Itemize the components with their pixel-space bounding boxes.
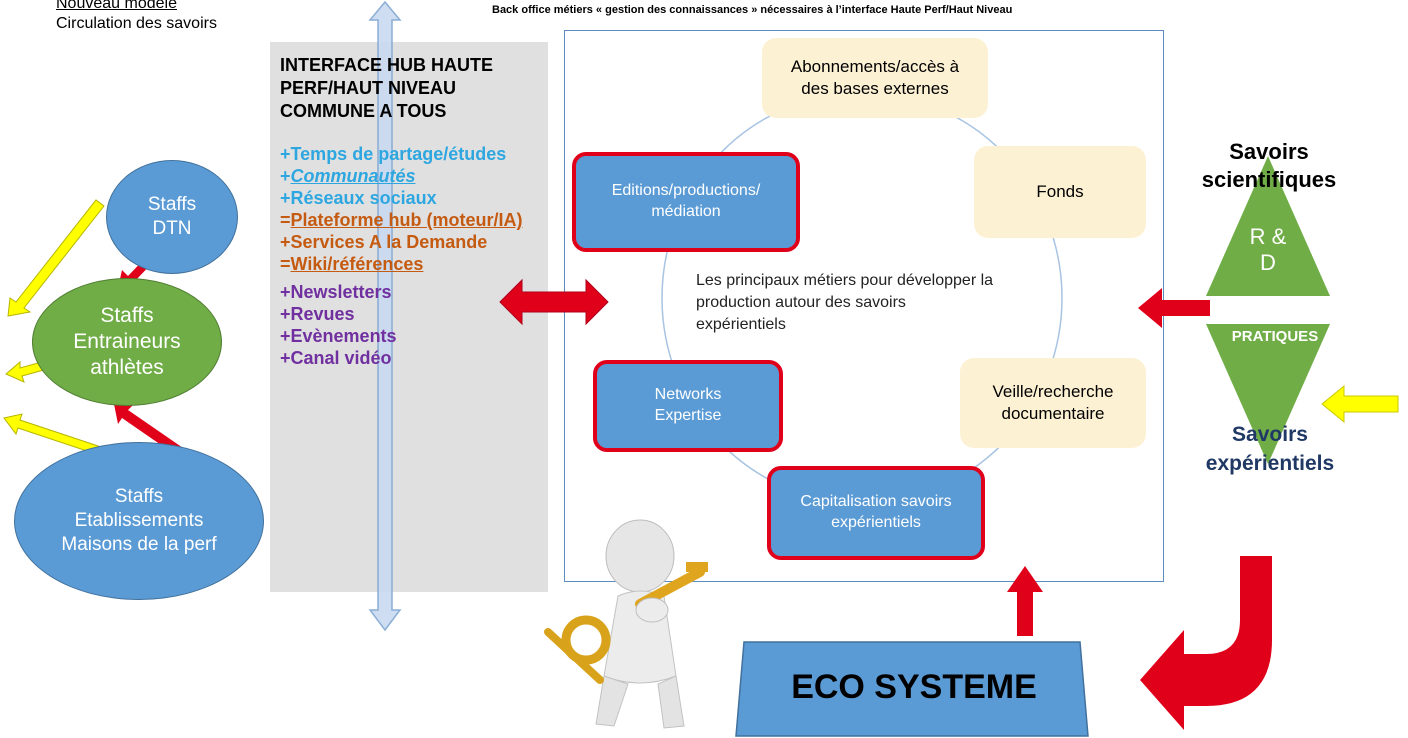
hub-item-prefix: + — [280, 188, 291, 208]
hub-item-prefix: + — [280, 348, 291, 368]
rd-triangle — [1206, 156, 1330, 296]
fonds-label: Fonds — [1036, 181, 1084, 201]
hub-item: +Communautés — [280, 165, 542, 187]
pratiques-input-arrow — [1321, 384, 1399, 424]
networks-box: Networks Expertise — [593, 360, 783, 452]
hub-content: INTERFACE HUB HAUTE PERF/HAUT NIVEAU COM… — [280, 54, 542, 369]
model-title: Nouveau modèle Circulation des savoirs — [56, 0, 217, 34]
cycle-center-text: Les principaux métiers pour développer l… — [696, 272, 994, 333]
staffs-entraineurs-label: Staffs Entraineurs athlètes — [73, 303, 181, 380]
eco-systeme-shape — [735, 641, 1089, 737]
veille-label: Veille/recherche documentaire — [992, 381, 1114, 423]
model-title-line1: Nouveau modèle — [56, 0, 177, 12]
hub-item: =Wiki/références — [280, 253, 542, 275]
hub-item: +Canal vidéo — [280, 347, 542, 369]
hub-item-prefix: + — [280, 282, 291, 302]
hub-item-prefix: + — [280, 232, 291, 252]
hub-item-text: Wiki/références — [290, 254, 424, 274]
editions-label: Editions/productions/ médiation — [611, 182, 761, 220]
figure-with-key-illustration — [544, 519, 708, 729]
hub-link-arrow — [499, 278, 609, 326]
savoirs-experientiels-label: Savoirs expérientiels — [1205, 423, 1335, 475]
abonnements-label: Abonnements/accès à des bases externes — [790, 56, 960, 98]
hub-panel — [270, 42, 548, 592]
hub-item: +Temps de partage/études — [280, 143, 542, 165]
pratiques-label: PRATIQUES — [1231, 328, 1319, 345]
hub-item: +Services A la Demande — [280, 231, 542, 253]
hub-items-list: +Temps de partage/études+Communautés+Rés… — [280, 143, 542, 369]
fonds-box: Fonds — [974, 146, 1146, 238]
capitalisation-box: Capitalisation savoirs expérientiels — [767, 466, 985, 560]
hub-item-text: Temps de partage/études — [290, 144, 507, 164]
hub-item-text: Services A la Demande — [290, 232, 488, 252]
abonnements-box: Abonnements/accès à des bases externes — [762, 38, 988, 118]
eco-systeme-label: ECO SYSTEME — [791, 668, 1037, 706]
editions-box: Editions/productions/ médiation — [572, 152, 800, 252]
hub-item: +Réseaux sociaux — [280, 187, 542, 209]
hub-item: +Evènements — [280, 325, 542, 347]
eco-up-arrow — [1007, 566, 1043, 636]
hub-item-prefix: + — [280, 144, 291, 164]
rd-input-arrow — [1138, 288, 1210, 328]
hub-item: +Revues — [280, 303, 542, 325]
hub-item: =Plateforme hub (moteur/IA) — [280, 209, 542, 231]
networks-label: Networks Expertise — [654, 386, 722, 424]
hub-item-text: Evènements — [290, 326, 397, 346]
staffs-entraineurs-circle: Staffs Entraineurs athlètes — [32, 278, 222, 406]
staffs-dtn-label: Staffs DTN — [147, 194, 197, 239]
savoirs-scientifiques-label: Savoirs scientifiques — [1201, 139, 1337, 192]
hub-item-text: Plateforme hub (moteur/IA) — [290, 210, 523, 230]
pratiques-triangle — [1206, 324, 1330, 464]
hub-item-text: Revues — [290, 304, 355, 324]
dtn-yellow-arrow — [7, 199, 105, 317]
hub-item-prefix: + — [280, 304, 291, 324]
back-office-title: Back office métiers « gestion des connai… — [492, 4, 1013, 16]
capitalisation-label: Capitalisation savoirs expérientiels — [800, 493, 952, 531]
hub-item-prefix: = — [280, 254, 291, 274]
staffs-etablissements-circle: Staffs Etablissements Maisons de la perf — [14, 442, 264, 600]
hub-item: +Newsletters — [280, 281, 542, 303]
hub-title: INTERFACE HUB HAUTE PERF/HAUT NIVEAU COM… — [280, 55, 494, 121]
eco-curve-arrow — [1140, 556, 1272, 730]
model-title-line2: Circulation des savoirs — [56, 15, 217, 32]
hub-item-text: Communautés — [290, 166, 416, 186]
staffs-dtn-circle: Staffs DTN — [106, 160, 238, 274]
hub-item-prefix: + — [280, 326, 291, 346]
hub-item-text: Newsletters — [290, 282, 392, 302]
hub-item-prefix: + — [280, 166, 291, 186]
hub-item-text: Réseaux sociaux — [290, 188, 437, 208]
hub-item-prefix: = — [280, 210, 291, 230]
staffs-etablissements-label: Staffs Etablissements Maisons de la perf — [61, 486, 217, 555]
rd-label: R & D — [1249, 224, 1287, 275]
veille-box: Veille/recherche documentaire — [960, 358, 1146, 448]
hub-item-text: Canal vidéo — [290, 348, 392, 368]
